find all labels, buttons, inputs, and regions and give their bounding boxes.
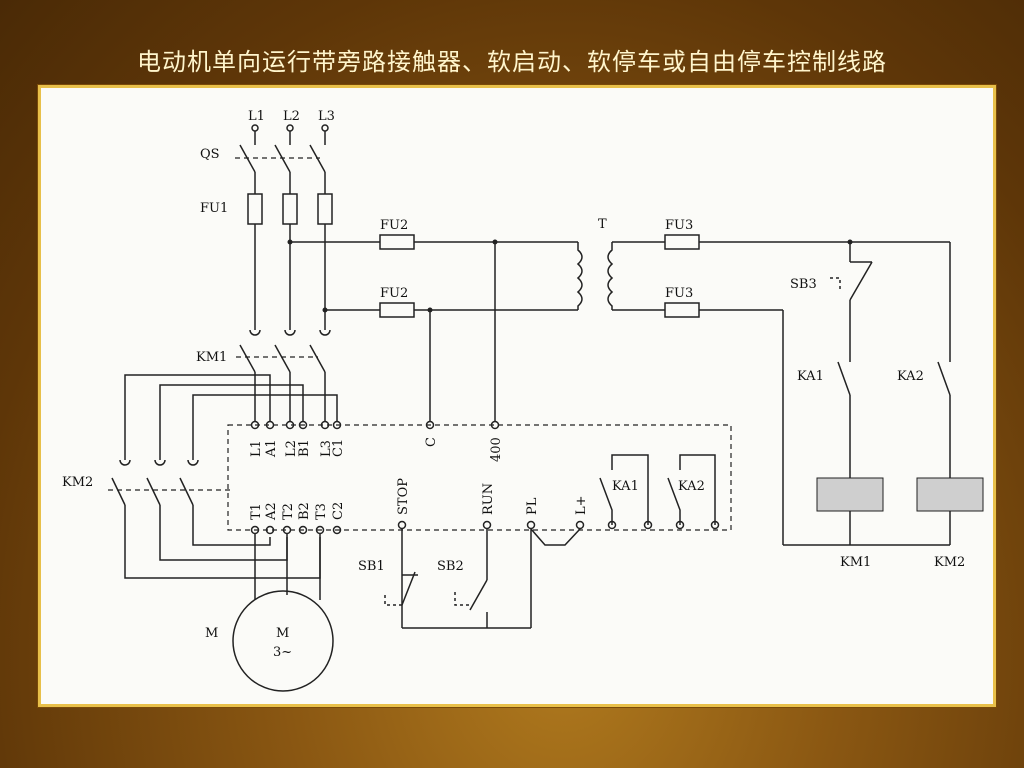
terminal-B2: B2 — [297, 502, 312, 520]
soft-starter-top-terminals: L1 A1 L2 B1 L3 C1 — [249, 420, 346, 458]
label-KM1-coil: KM1 — [840, 555, 871, 570]
terminal-B1: B1 — [297, 439, 312, 457]
label-T: T — [598, 217, 607, 232]
label-KA2-inner: KA2 — [678, 479, 705, 494]
label-QS: QS — [200, 147, 220, 162]
label-KM1-contacts: KM1 — [196, 350, 227, 365]
soft-starter: L1 A1 L2 B1 L3 C1 T1 A2 T2 B2 T3 C2 C — [227, 242, 732, 546]
terminal-L2: L2 — [284, 440, 299, 457]
terminal-STOP: STOP — [396, 478, 411, 515]
motor: M M 3~ — [205, 534, 334, 692]
label-SB2: SB2 — [437, 559, 464, 574]
label-KM2-contacts: KM2 — [62, 475, 93, 490]
label-FU1: FU1 — [200, 201, 228, 216]
terminal-A1: A1 — [264, 439, 279, 458]
label-SB3: SB3 — [790, 277, 817, 292]
terminal-Lplus: L+ — [574, 495, 589, 515]
label-L1: L1 — [248, 109, 265, 124]
motor-symbol: M — [276, 626, 289, 641]
terminal-L1: L1 — [249, 440, 264, 457]
label-KA2-contact: KA2 — [897, 369, 924, 384]
terminal-T2: T2 — [281, 503, 296, 520]
terminal-C2: C2 — [331, 502, 346, 520]
terminal-PL: PL — [525, 497, 540, 515]
label-FU2-bottom: FU2 — [380, 286, 408, 301]
slide-title: 电动机单向运行带旁路接触器、软启动、软停车或自由停车控制线路 — [137, 48, 887, 76]
circuit-diagram: L1 L2 L3 QS FU1 FU2 FU2 — [62, 109, 984, 692]
soft-starter-bottom-terminals: T1 A2 T2 B2 T3 C2 — [249, 502, 346, 535]
label-KM2-coil: KM2 — [934, 555, 965, 570]
label-M: M — [205, 626, 218, 641]
label-L3: L3 — [318, 109, 335, 124]
label-FU3-bottom: FU3 — [665, 286, 693, 301]
terminal-C: C — [424, 437, 439, 447]
supply-terminals: L1 L2 L3 — [248, 109, 335, 145]
km1-main-contacts: KM1 — [196, 329, 331, 422]
soft-starter-control-top: C 400 — [424, 242, 504, 462]
label-SB1: SB1 — [358, 559, 385, 574]
terminal-A2: A2 — [264, 502, 279, 521]
internal-relay-contacts: KA1 KA2 — [599, 454, 720, 530]
start-stop-buttons: SB1 SB2 — [358, 529, 532, 629]
diagram-frame: L1 L2 L3 QS FU1 FU2 FU2 — [37, 84, 997, 708]
terminal-T1: T1 — [249, 503, 264, 520]
label-L2: L2 — [283, 109, 300, 124]
label-FU2-top: FU2 — [380, 218, 408, 233]
motor-phase: 3~ — [273, 645, 292, 660]
soft-starter-control-bottom: STOP RUN PL L+ — [396, 478, 589, 546]
terminal-L3: L3 — [319, 440, 334, 457]
right-control-circuit: SB3 KA1 KA2 KM1 KM2 — [783, 242, 984, 570]
control-supply: FU2 FU2 T FU3 FU3 — [290, 217, 950, 545]
label-FU3-top: FU3 — [665, 218, 693, 233]
terminal-T3: T3 — [314, 503, 329, 520]
label-KA1-inner: KA1 — [612, 479, 639, 494]
label-KA1-contact: KA1 — [797, 369, 824, 384]
bypass-wiring: KM2 — [62, 374, 338, 579]
qs-switch: QS — [200, 144, 326, 194]
fu1-fuses: FU1 — [200, 193, 333, 330]
terminal-RUN: RUN — [481, 483, 496, 515]
terminal-400: 400 — [489, 437, 504, 462]
terminal-C1: C1 — [331, 439, 346, 457]
